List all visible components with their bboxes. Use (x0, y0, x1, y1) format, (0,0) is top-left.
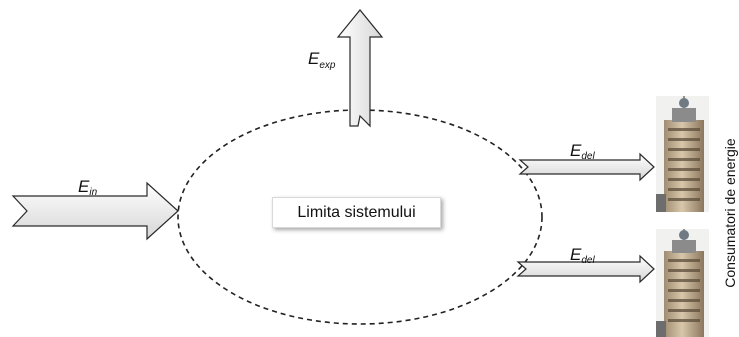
delivered-label-bottom: Edel (570, 245, 595, 266)
consumers-caption-text: Consumatori de energie (721, 137, 738, 288)
consumers-caption: Consumatori de energie (720, 90, 739, 335)
system-boundary (177, 109, 543, 325)
export-label: Eexp (308, 49, 336, 71)
system-boundary-label: Limita sistemului (272, 197, 441, 228)
building-icon (656, 229, 709, 337)
delivered-arrow-bottom: Edel (516, 245, 655, 284)
delivered-label-top: Edel (570, 141, 595, 162)
input-label: Ein (78, 177, 98, 198)
building-icon (656, 96, 709, 212)
system-boundary-text: Limita sistemului (297, 203, 416, 221)
delivered-arrow-top: Edel (518, 141, 655, 182)
input-arrow: Ein (11, 177, 179, 241)
export-arrow: Eexp (308, 9, 384, 128)
